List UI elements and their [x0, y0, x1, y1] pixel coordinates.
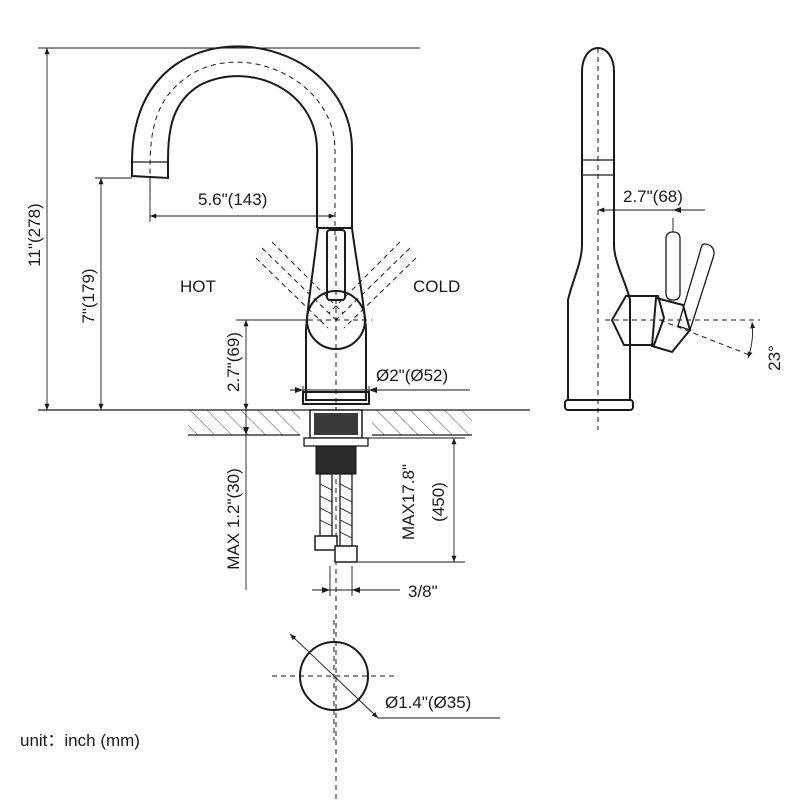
label-angle: 23° — [765, 345, 784, 371]
hose-left-braid — [319, 483, 333, 527]
spout-tip — [131, 160, 169, 180]
label-max-thickness: MAX 1.2"(30) — [224, 468, 243, 569]
side-view — [564, 47, 760, 430]
side-handle-lever-straight — [665, 231, 681, 301]
side-handle-joint — [610, 295, 666, 346]
hose-right-nut — [334, 545, 358, 563]
mounting-washer — [303, 437, 369, 447]
dim-thickness-arrow — [243, 427, 249, 435]
cold-handle-position — [328, 241, 417, 329]
label-connector: 3/8" — [408, 582, 438, 601]
label-side-reach: 2.7"(68) — [623, 187, 683, 206]
dim-angle-arc — [747, 321, 756, 359]
label-base-diameter: Ø2"(Ø52) — [376, 366, 448, 385]
side-body-outline — [567, 47, 631, 401]
spout-outline-outer — [131, 45, 353, 228]
spout-centerline — [149, 61, 336, 235]
side-base — [564, 399, 634, 411]
label-spout-reach: 5.6"(143) — [198, 190, 267, 209]
label-handle-height: 2.7"(69) — [224, 332, 243, 392]
label-unit: unit：inch (mm) — [20, 731, 140, 750]
side-angle-line — [659, 319, 753, 357]
counter-hatch-left — [188, 410, 300, 435]
side-handle-lever-tilted — [677, 243, 715, 331]
label-total-height: 11"(278) — [25, 203, 44, 266]
hose-left — [319, 473, 333, 537]
label-hot: HOT — [180, 277, 216, 296]
dim-connector-arrows — [322, 587, 360, 593]
dim-hole-line — [289, 633, 379, 719]
faucet-body — [305, 227, 367, 401]
label-max-hose-mm: (450) — [429, 482, 448, 522]
label-spout-height: 7"(179) — [79, 268, 98, 323]
mounting-nut-fill — [314, 413, 358, 435]
label-max-hose-inch: MAX17.8" — [399, 464, 418, 540]
label-hole-diameter: Ø1.4"(Ø35) — [385, 693, 471, 712]
counter-hatch-right — [372, 410, 472, 435]
threaded-shank — [315, 445, 357, 475]
label-cold: COLD — [413, 277, 460, 296]
spout-outline-inner — [167, 75, 318, 228]
hot-handle-position — [255, 241, 344, 329]
hose-right-braid — [339, 483, 353, 539]
side-handle-cap — [650, 296, 692, 354]
hose-left-nut — [314, 535, 338, 551]
dim-side-reach-arrow — [673, 207, 681, 213]
front-view — [38, 45, 530, 800]
hole-view — [272, 620, 500, 740]
